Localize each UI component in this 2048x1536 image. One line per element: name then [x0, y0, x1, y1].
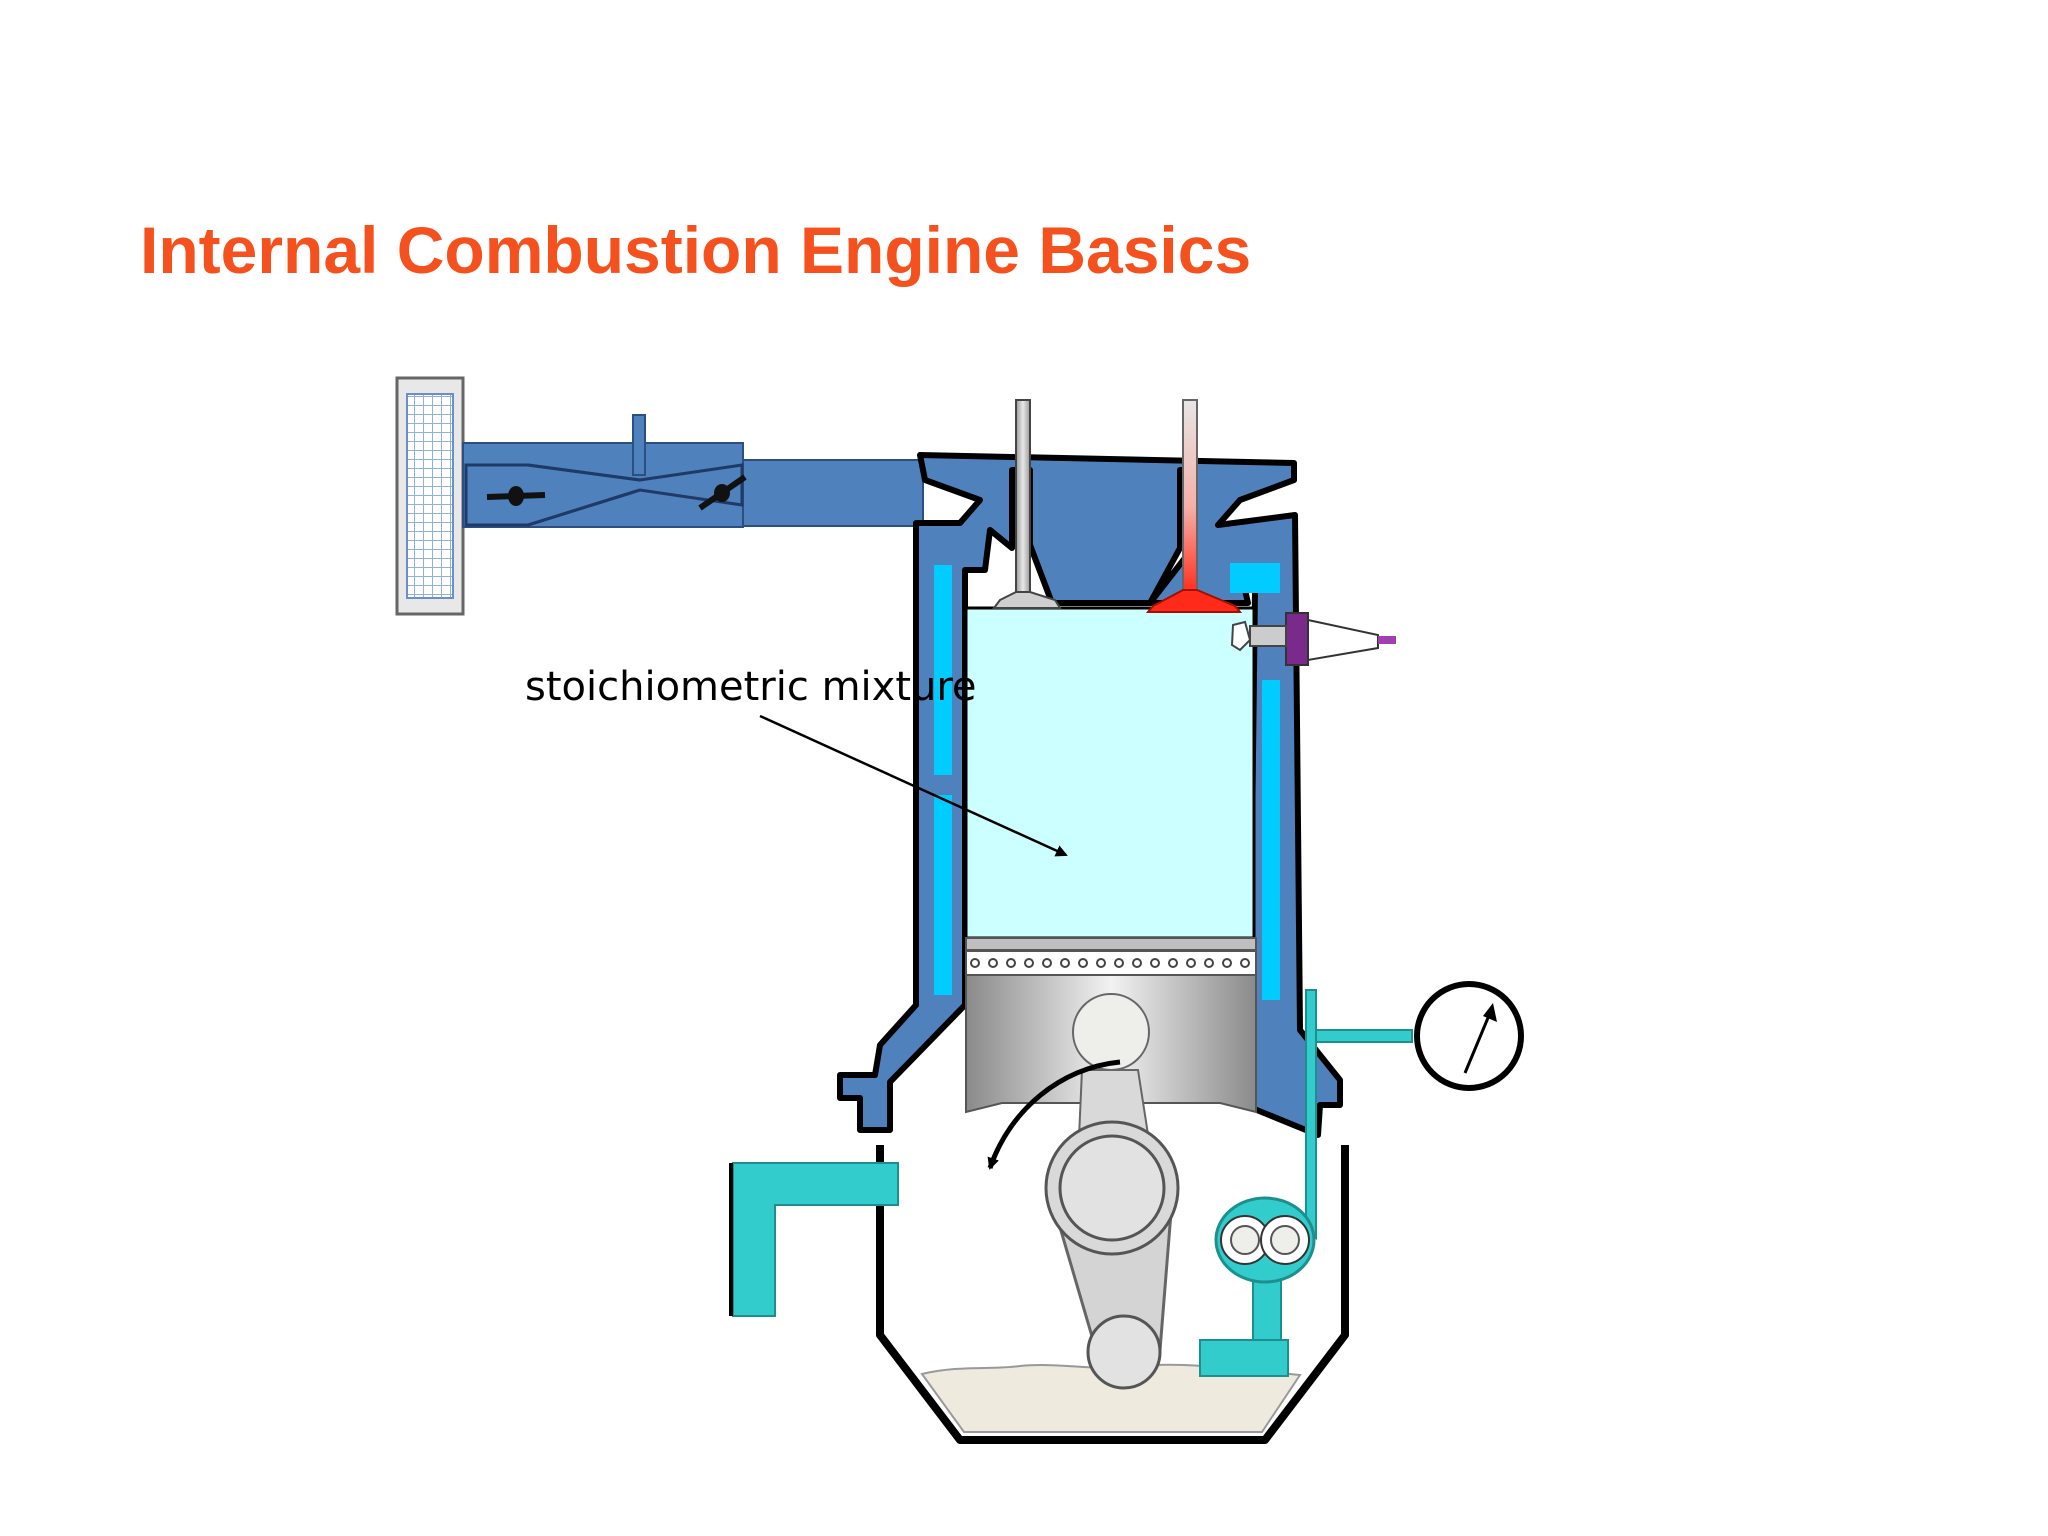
coolant-jacket	[934, 563, 1280, 1000]
breather-pipe	[729, 1162, 899, 1317]
air-filter-icon	[395, 376, 465, 616]
oil-system	[1199, 989, 1413, 1377]
pressure-gauge-icon	[1414, 981, 1524, 1091]
mixture-label: stoichiometric mixture	[525, 664, 977, 710]
mixture-callout-arrow	[759, 714, 1068, 857]
connecting-rod	[1044, 1069, 1180, 1390]
throttle-valve-icon	[486, 474, 747, 511]
piston-rings	[970, 958, 1250, 968]
piston	[965, 937, 1257, 1114]
intake-manifold	[462, 414, 924, 528]
stoichiometric-mixture-chamber	[964, 606, 1256, 940]
page-title: Internal Combustion Engine Basics	[140, 213, 1252, 287]
oil-pump-icon	[1214, 1196, 1316, 1284]
spark-plug-icon	[1230, 612, 1396, 666]
intake-valve	[992, 399, 1062, 609]
rotation-arrow-icon	[987, 1059, 1121, 1170]
exhaust-valve	[1145, 399, 1243, 613]
